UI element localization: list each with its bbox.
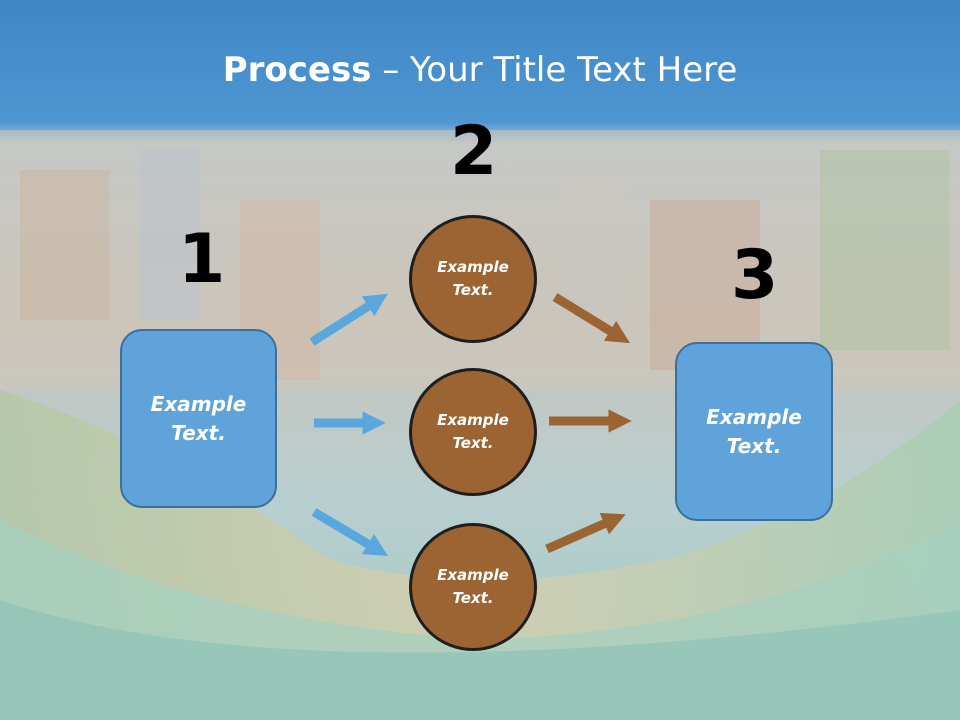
step-number-1: 1 <box>178 220 226 299</box>
step-3-text-line2: Text. <box>726 433 782 458</box>
circle-middle-text-line1: Example <box>437 411 509 429</box>
step-2-circle-top: Example Text. <box>409 215 537 343</box>
circle-middle-text-line2: Text. <box>452 434 494 452</box>
arrow-brown-down <box>545 513 626 554</box>
circle-bottom-text-line2: Text. <box>452 589 494 607</box>
step-1-box: Example Text. <box>120 329 277 508</box>
arrow-blue-down <box>311 508 389 556</box>
arrow-blue-up <box>309 293 388 346</box>
page-title: Process – Your Title Text Here <box>0 50 960 90</box>
step-2-circle-bottom: Example Text. <box>409 523 537 651</box>
step-3-box: Example Text. <box>675 342 833 521</box>
step-1-text-line2: Text. <box>171 420 226 445</box>
circle-bottom-text-line1: Example <box>437 566 509 584</box>
title-rest: – Your Title Text Here <box>371 50 738 90</box>
step-3-text-line1: Example <box>706 404 802 429</box>
step-1-text-line1: Example <box>150 391 247 416</box>
step-number-3: 3 <box>731 236 779 315</box>
step-number-2: 2 <box>450 112 498 191</box>
circle-top-text-line2: Text. <box>452 281 494 299</box>
arrow-brown-up <box>552 293 630 344</box>
step-2-circle-middle: Example Text. <box>409 368 537 496</box>
title-bold: Process <box>222 50 372 90</box>
circle-top-text-line1: Example <box>437 258 509 276</box>
